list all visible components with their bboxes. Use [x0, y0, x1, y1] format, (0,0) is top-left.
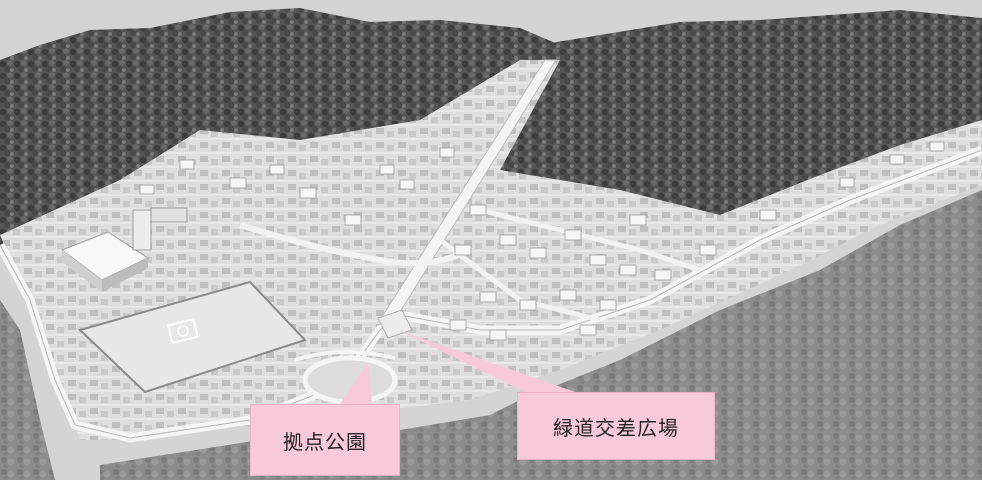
forest-foreground-left	[0, 300, 55, 480]
greenway-plaza-area	[377, 309, 413, 339]
helipad-mark	[166, 317, 200, 345]
callout-greenway-plaza: 緑道交差広場	[517, 392, 715, 460]
callout-greenway-plaza-label: 緑道交差広場	[553, 415, 679, 440]
residential-road	[479, 207, 701, 273]
callout-pointer-park	[340, 362, 372, 404]
callout-base-park: 拠点公園	[250, 404, 400, 476]
forest-foreground-right	[360, 190, 982, 480]
callout-base-park-label: 拠点公園	[283, 429, 367, 454]
residential-road	[239, 222, 472, 267]
houses	[139, 141, 945, 341]
tower-building	[132, 209, 152, 251]
callout-pointer-plaza	[398, 330, 575, 392]
